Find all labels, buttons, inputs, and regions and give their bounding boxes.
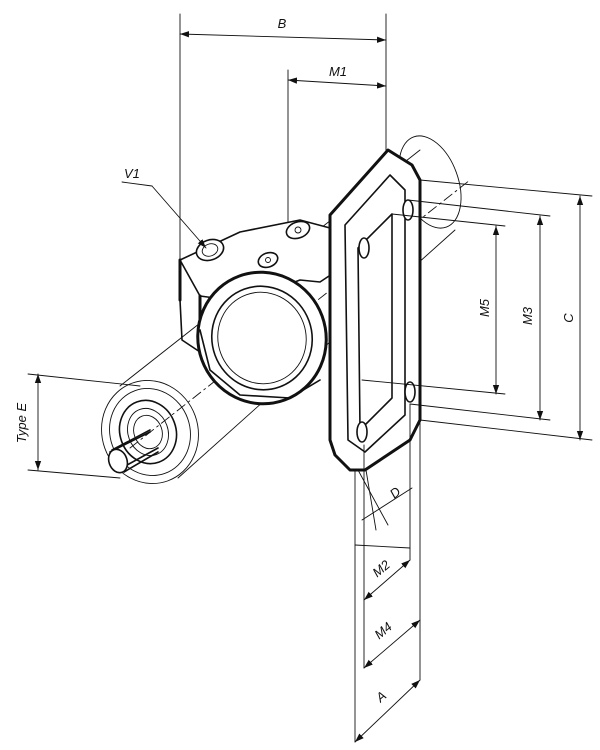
- dim-label-a: A: [372, 688, 389, 706]
- dim-label-c: C: [561, 313, 576, 323]
- dim-label-b: B: [278, 16, 287, 31]
- clamp-body: [178, 219, 341, 406]
- dim-label-m1: M1: [329, 64, 347, 79]
- dim-label-m2: M2: [369, 557, 393, 581]
- shaft-end: [107, 399, 178, 474]
- dimension-lines: [27, 13, 593, 743]
- dim-label-m3: M3: [520, 306, 535, 325]
- dim-label-m5: M5: [477, 298, 492, 317]
- flange-plate: [328, 148, 422, 472]
- dim-label-v1: V1: [124, 166, 140, 181]
- dim-label-m4: M4: [371, 619, 394, 642]
- dim-label-type-e: Type E: [14, 403, 29, 444]
- dim-label-d: D: [387, 484, 404, 502]
